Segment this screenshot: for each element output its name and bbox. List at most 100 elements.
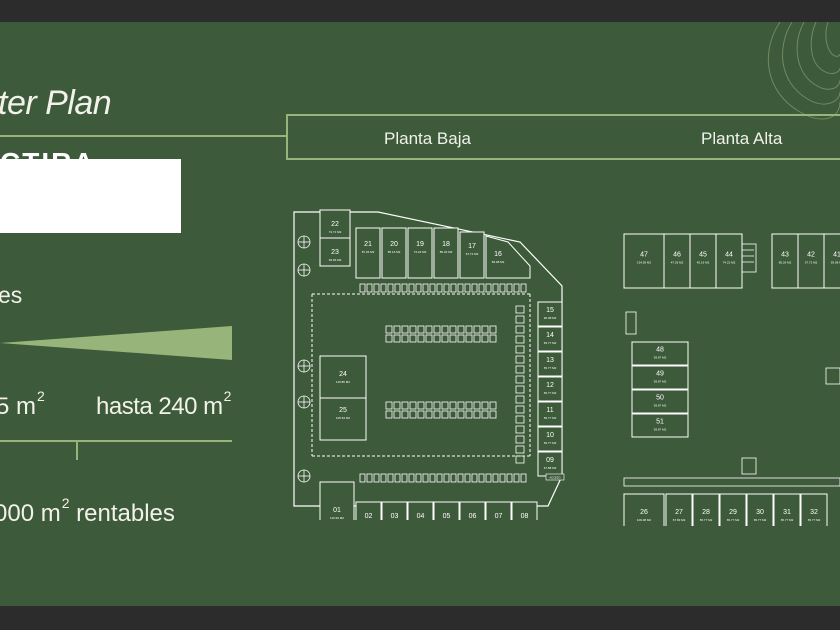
unit-44[interactable]: 44 74.22 M2 <box>715 233 743 289</box>
unit-16[interactable]: 16 83.08 M2 <box>485 235 531 279</box>
area-divider-tick <box>76 442 78 460</box>
unit-21[interactable]: 21 87.26 M2 <box>355 227 381 279</box>
svg-text:04: 04 <box>417 513 425 520</box>
svg-text:13: 13 <box>546 357 554 364</box>
svg-text:67.72 M2: 67.72 M2 <box>466 252 479 256</box>
unit-04[interactable]: 0465.77 M2 <box>407 501 434 541</box>
svg-text:42: 42 <box>807 252 815 259</box>
unit-05[interactable]: 0565.77 M2 <box>433 501 460 541</box>
svg-text:51: 51 <box>656 419 664 426</box>
svg-text:12: 12 <box>546 382 554 389</box>
svg-text:20: 20 <box>390 241 398 248</box>
svg-text:65.77 M2: 65.77 M2 <box>544 416 557 420</box>
unit-22[interactable]: 22 74.71 M2 <box>319 209 351 239</box>
svg-text:65.77 M2: 65.77 M2 <box>544 391 557 395</box>
svg-text:07: 07 <box>495 513 503 520</box>
unit-25[interactable]: 25 105.63 M2 <box>319 397 367 441</box>
svg-text:18: 18 <box>442 241 450 248</box>
svg-text:48: 48 <box>656 347 664 354</box>
svg-text:02: 02 <box>365 513 373 520</box>
svg-text:74.22 M2: 74.22 M2 <box>414 250 427 254</box>
page-title: ter Plan <box>0 84 112 122</box>
unit-19[interactable]: 19 74.22 M2 <box>407 227 433 279</box>
unit-23[interactable]: 23 69.66 M2 <box>319 237 351 267</box>
svg-text:90.08 M2: 90.08 M2 <box>544 316 557 320</box>
unit-24[interactable]: 24 115.85 M2 <box>319 355 367 399</box>
svg-text:ACCESO: ACCESO <box>550 476 561 480</box>
unit-51[interactable]: 51 93.87 M2 <box>631 413 689 438</box>
tab-planta-baja[interactable]: Planta Baja <box>384 129 471 148</box>
svg-text:45.16 M2: 45.16 M2 <box>697 261 710 265</box>
svg-text:23: 23 <box>331 249 339 256</box>
svg-text:37.72 M2: 37.72 M2 <box>805 261 818 265</box>
svg-text:65.77 M2: 65.77 M2 <box>544 341 557 345</box>
size-range-wedge <box>0 326 232 360</box>
unit-06[interactable]: 0665.77 M2 <box>459 501 486 541</box>
svg-text:45: 45 <box>699 252 707 259</box>
svg-text:05: 05 <box>443 513 451 520</box>
svg-text:44: 44 <box>725 252 733 259</box>
brand-name-partial: CTIRA <box>0 145 181 161</box>
tab-planta-alta[interactable]: Planta Alta <box>701 129 783 148</box>
svg-text:15: 15 <box>546 307 554 314</box>
unit-20[interactable]: 20 85.16 M2 <box>381 227 407 279</box>
brand-logo-block <box>0 159 181 233</box>
unit-03[interactable]: 0365.77 M2 <box>381 501 408 541</box>
svg-text:65.77 M2: 65.77 M2 <box>700 518 713 522</box>
svg-text:83.08 M2: 83.08 M2 <box>492 260 505 264</box>
svg-text:85.16 M2: 85.16 M2 <box>388 250 401 254</box>
svg-text:08: 08 <box>521 513 529 520</box>
unit-17[interactable]: 17 67.72 M2 <box>459 231 485 279</box>
svg-text:17: 17 <box>468 243 476 250</box>
svg-text:115.85 M2: 115.85 M2 <box>336 380 350 384</box>
unit-01[interactable]: 01 116.93 M2 <box>319 481 355 541</box>
svg-text:74.22 M2: 74.22 M2 <box>723 261 736 265</box>
unit-07[interactable]: 0765.77 M2 <box>485 501 512 541</box>
svg-text:24: 24 <box>339 371 347 378</box>
unit-08[interactable]: 0872.20 M2 <box>511 501 538 541</box>
unit-02[interactable]: 0267.83 M2 <box>355 501 382 541</box>
unit-18[interactable]: 18 85.26 M2 <box>433 227 459 279</box>
svg-text:85.26 M2: 85.26 M2 <box>440 250 453 254</box>
size-minimum: 5 m2 <box>0 388 45 420</box>
unit-15[interactable]: 15 90.08 M2 <box>537 301 563 327</box>
master-plan-slide: ter Plan Planta Baja Planta Alta CTIRA e… <box>0 22 840 606</box>
floor-tabs: Planta Baja Planta Alta <box>286 114 840 160</box>
svg-text:69.66 M2: 69.66 M2 <box>329 258 342 262</box>
svg-text:50: 50 <box>656 395 664 402</box>
planta-baja-plan[interactable]: 22 74.71 M2 23 69.66 M2 21 87.26 M2 20 8… <box>290 206 570 541</box>
svg-text:67.88 M2: 67.88 M2 <box>544 466 557 470</box>
svg-text:01: 01 <box>333 507 341 514</box>
svg-text:93.87 M2: 93.87 M2 <box>654 428 667 432</box>
unit-45[interactable]: 45 45.16 M2 <box>689 233 717 289</box>
units-label: es <box>0 282 23 308</box>
svg-text:47: 47 <box>640 252 648 259</box>
svg-text:22: 22 <box>331 221 339 228</box>
unit-42[interactable]: 42 37.72 M2 <box>797 233 825 289</box>
svg-text:19: 19 <box>416 241 424 248</box>
svg-text:06: 06 <box>469 513 477 520</box>
svg-text:41: 41 <box>833 252 840 259</box>
unit-12[interactable]: 12 65.77 M2 <box>537 376 563 402</box>
svg-text:93.87 M2: 93.87 M2 <box>654 380 667 384</box>
